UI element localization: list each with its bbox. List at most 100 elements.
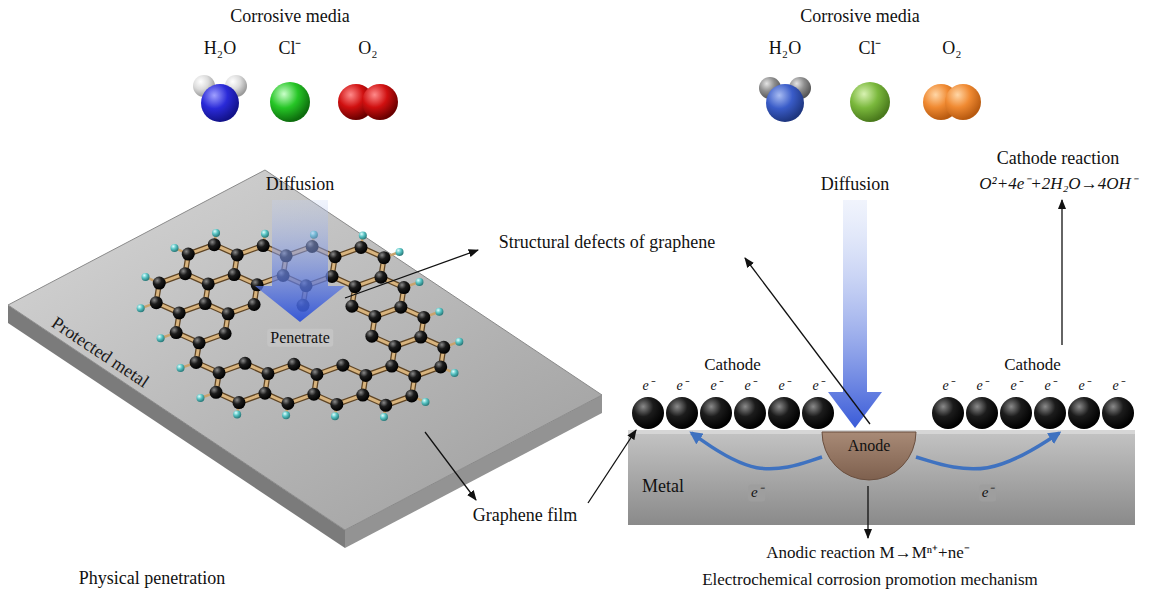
hydrogen-atom [282, 411, 290, 419]
carbon-atom [336, 359, 349, 372]
carbon-atom [437, 341, 450, 354]
carbon-atom [377, 251, 390, 264]
carbon-atom [374, 271, 387, 284]
cathode-atom [1034, 397, 1066, 429]
electron-label: e⁻ [1078, 378, 1089, 394]
panel-heading: Corrosive media [230, 6, 349, 27]
oxygen-molecule [923, 84, 981, 120]
electron-label: e⁻ [1044, 378, 1055, 394]
molecule-label: Cl⁻ [858, 38, 881, 59]
carbon-atom [231, 248, 244, 261]
cathode-atom [966, 397, 998, 429]
label-anchor: e⁻ [710, 378, 721, 394]
metal-slab: MetalAnode [628, 430, 1135, 525]
reaction-equation: O²+4e⁻+2H₂O→4OH⁻ [979, 174, 1136, 194]
carbon-atom [153, 277, 166, 290]
water-molecule [193, 75, 247, 122]
hydrogen-atom [450, 369, 458, 377]
water-molecule [759, 77, 811, 122]
flow-label: Diffusion [821, 174, 890, 195]
label-anchor: O²+4e⁻+2H₂O→4OH⁻ [979, 174, 1136, 194]
molecule-label: H₂O [769, 38, 801, 59]
slab-top [8, 170, 602, 530]
hydrogen-atom [396, 248, 404, 256]
carbon-atom [208, 238, 221, 251]
label-anchor: Anodic reaction M→Mⁿ⁺+ne⁻ [766, 543, 970, 563]
label-anchor: Physical penetration [79, 568, 225, 589]
label-anchor: Electrochemical corrosion promotion mech… [702, 570, 1038, 590]
cathode-atom [700, 397, 732, 429]
carbon-atom [310, 368, 323, 381]
hydrogen-atom [331, 412, 339, 420]
label-anchor: e⁻ [812, 378, 823, 394]
hydrogen-atom [157, 334, 165, 342]
hydrogen-atom [261, 230, 269, 238]
label-anchor: Graphene film [473, 505, 577, 526]
hydrogen-atom [415, 278, 423, 286]
carbon-atom [257, 239, 270, 252]
carbon-atom [329, 250, 342, 263]
protected-metal-slab: Protected metal [6, 168, 606, 552]
carbon-atom [365, 330, 378, 343]
electron-label: e⁻ [976, 378, 987, 394]
electron-label: e⁻ [642, 378, 653, 394]
oxygen-sphere [201, 84, 239, 122]
electron-label: e⁻ [778, 378, 789, 394]
cathode-atom [1000, 397, 1032, 429]
label-anchor: H₂O [769, 38, 801, 59]
oxygen-sphere [766, 84, 804, 122]
label-anchor: e⁻ [744, 378, 755, 394]
electron-label: e⁻ [748, 484, 766, 501]
chloride-sphere [850, 82, 890, 122]
hydrogen-atom [177, 364, 185, 372]
carbon-atom [182, 248, 195, 261]
reaction-arrow [1061, 200, 1062, 345]
cathode-atom [632, 397, 664, 429]
carbon-atom [355, 241, 368, 254]
carbon-atom [210, 386, 223, 399]
carbon-atom [170, 326, 183, 339]
carbon-atom [202, 277, 215, 290]
carbon-atom [239, 357, 252, 370]
metal-body [628, 430, 1135, 525]
carbon-atom [434, 360, 447, 373]
callout-label: Graphene film [473, 505, 577, 526]
carbon-atom [193, 336, 206, 349]
label-anchor: Corrosive media [230, 6, 349, 27]
electron-label: e⁻ [942, 378, 953, 394]
carbon-atom [414, 331, 427, 344]
callout-label: Structural defects of graphene [499, 232, 715, 253]
oxygen-sphere [362, 84, 398, 120]
metal-label: Metal [642, 476, 684, 497]
carbon-atom [397, 281, 410, 294]
label-anchor: Cl⁻ [278, 38, 301, 59]
carbon-atom [219, 327, 232, 340]
label-anchor: O₂ [358, 38, 377, 59]
panel-heading: Corrosive media [800, 6, 919, 27]
carbon-atom [307, 388, 320, 401]
flow-label: Diffusion [266, 174, 335, 195]
slab-label: Protected metal [48, 312, 153, 392]
label-anchor: Cathode reaction [997, 148, 1119, 169]
cathode-atom [802, 397, 834, 429]
oxygen-molecule [338, 84, 398, 120]
carbon-atom [388, 340, 401, 353]
cathode-atoms: Cathode [630, 356, 835, 430]
carbon-atom [345, 300, 358, 313]
molecule-label: O₂ [358, 38, 377, 59]
label-anchor: e⁻ [979, 484, 997, 501]
carbon-atom [356, 389, 369, 402]
cathode-label: Cathode [630, 356, 835, 374]
oxygen-sphere [945, 84, 981, 120]
carbon-atom [261, 367, 274, 380]
carbon-atom [417, 311, 430, 324]
label-anchor: Penetrate [267, 329, 333, 347]
hydrogen-atom [421, 398, 429, 406]
hydrogen-atom [233, 410, 241, 418]
carbon-atom [199, 297, 212, 310]
label-anchor: Cl⁻ [858, 38, 881, 59]
carbon-atom [408, 370, 421, 383]
carbon-atom [190, 356, 203, 369]
electron-label: e⁻ [979, 484, 997, 501]
